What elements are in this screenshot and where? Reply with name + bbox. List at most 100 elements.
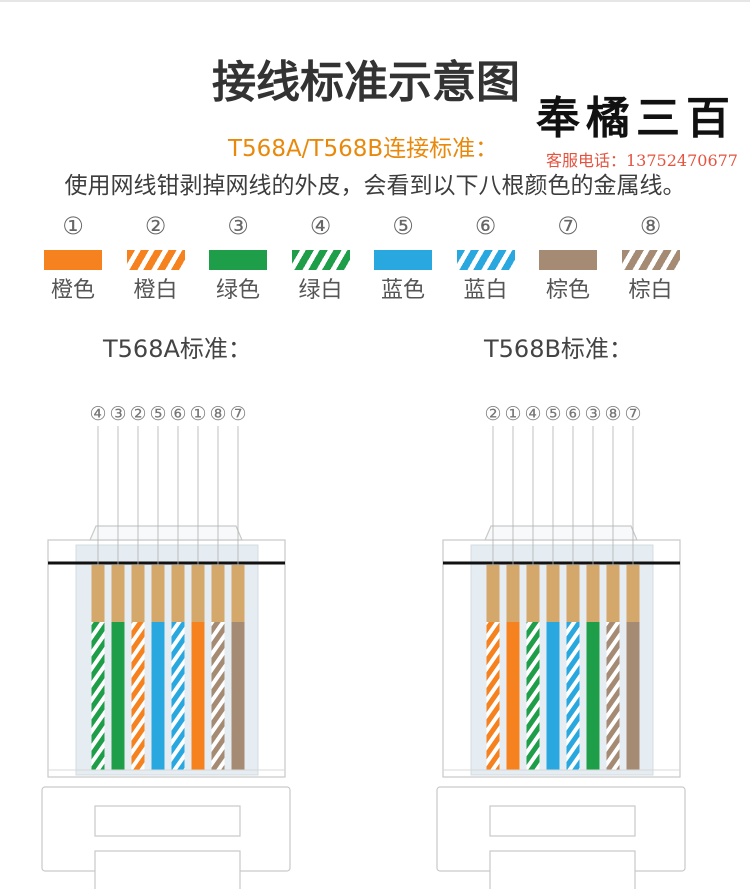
- striped-wire: [211, 622, 225, 770]
- striped-wire: [526, 622, 540, 770]
- wire-contact: [151, 565, 165, 622]
- pin-number: ③: [109, 403, 126, 425]
- pin-number: ⑤: [544, 403, 561, 425]
- striped-wire: [131, 622, 145, 770]
- wire-contact: [91, 565, 105, 622]
- pin-number: ②: [484, 403, 501, 425]
- pin-number: ⑦: [229, 403, 246, 425]
- striped-wire: [91, 622, 105, 770]
- legend-number: ⑥: [474, 212, 497, 240]
- wire-contact: [131, 565, 145, 622]
- wire-contact: [486, 565, 500, 622]
- striped-color-swatch: [456, 250, 515, 270]
- pin-number: ③: [584, 403, 601, 425]
- striped-color-swatch: [126, 250, 185, 270]
- legend-item: ① 橙色: [32, 0, 114, 320]
- legend-label: 绿色: [215, 278, 260, 303]
- legend-label: 棕白: [628, 278, 673, 303]
- wire-contact: [171, 565, 185, 622]
- legend-item: ⑧ 棕白: [610, 0, 692, 320]
- legend-number: ⑦: [557, 212, 579, 240]
- solid-color-swatch: [539, 250, 597, 270]
- legend-label: 橙白: [133, 278, 178, 303]
- legend-label: 蓝色: [380, 278, 425, 303]
- striped-wire: [566, 622, 580, 770]
- wire-contact: [506, 565, 520, 622]
- page-title: 接线标准示意图: [212, 57, 520, 108]
- pin-number: ⑧: [209, 403, 226, 425]
- wire-contact: [606, 565, 620, 622]
- legend-item: ⑥ 蓝白: [445, 0, 527, 320]
- striped-color-swatch: [621, 250, 680, 270]
- connector-latch: [94, 850, 241, 889]
- pin-number: ④: [524, 403, 541, 425]
- wire-contact: [231, 565, 245, 622]
- legend-label: 棕色: [545, 278, 590, 303]
- top-divider: [0, 0, 750, 2]
- striped-wire: [171, 622, 185, 770]
- legend-label: 橙色: [50, 278, 95, 303]
- wire-contact: [191, 565, 205, 622]
- standards-subtitle: T568A/T568B连接标准：: [228, 136, 499, 162]
- legend-item: ④ 绿白: [280, 0, 362, 320]
- customer-service-phone: 客服电话：13752470677: [546, 151, 738, 170]
- legend-item: ② 橙白: [115, 0, 197, 320]
- solid-wire: [151, 622, 165, 770]
- solid-wire: [586, 622, 600, 770]
- wire-contact: [626, 565, 640, 622]
- connector-inner-shell: [75, 544, 259, 776]
- solid-color-swatch: [44, 250, 102, 270]
- wire-contact: [566, 565, 580, 622]
- legend-label: 绿白: [298, 278, 343, 303]
- legend-number: ①: [62, 212, 84, 240]
- wire-contact: [211, 565, 225, 622]
- pin-number: ⑦: [624, 403, 641, 425]
- solid-wire: [191, 622, 205, 770]
- legend-item: ⑤ 蓝色: [362, 0, 444, 320]
- connector-inner-shell: [470, 544, 654, 776]
- solid-color-swatch: [374, 250, 432, 270]
- pin-number: ①: [189, 403, 206, 425]
- solid-wire: [506, 622, 520, 770]
- pin-number: ⑥: [564, 403, 581, 425]
- wire-contact: [526, 565, 540, 622]
- pin-number: ⑥: [169, 403, 186, 425]
- legend-number: ⑤: [392, 212, 414, 240]
- pin-number: ⑤: [149, 403, 166, 425]
- solid-wire: [111, 622, 125, 770]
- brand-logo-text: 奉橘三百: [536, 93, 736, 144]
- description-text: 使用网线钳剥掉网线的外皮，会看到以下八根颜色的金属线。: [64, 173, 686, 199]
- connector-window: [489, 805, 636, 837]
- t568b-title: T568B标准：: [484, 335, 633, 363]
- connector-top-tab: [89, 525, 243, 541]
- striped-wire: [606, 622, 620, 770]
- striped-wire: [486, 622, 500, 770]
- solid-wire: [626, 622, 640, 770]
- striped-color-swatch: [291, 250, 350, 270]
- pin-number: ⑧: [604, 403, 621, 425]
- wire-contact: [546, 565, 560, 622]
- pin-number: ②: [129, 403, 146, 425]
- legend-number: ③: [227, 212, 249, 240]
- t568a-title: T568A标准：: [103, 335, 252, 363]
- solid-color-swatch: [209, 250, 267, 270]
- legend-number: ②: [144, 212, 167, 240]
- legend-item: ⑦ 棕色: [527, 0, 609, 320]
- wire-contact: [586, 565, 600, 622]
- connector-latch: [489, 850, 636, 889]
- legend-number: ⑧: [639, 212, 662, 240]
- wire-color-legend: ① 橙色 ② 橙白 ③ 绿色 ④ 绿白 ⑤ 蓝色 ⑥ 蓝白 ⑦ 棕色 ⑧ 棕白: [0, 0, 750, 320]
- connector-top-tab: [484, 525, 638, 541]
- legend-number: ④: [309, 212, 332, 240]
- legend-item: ③ 绿色: [197, 0, 279, 320]
- wire-contact: [111, 565, 125, 622]
- pin-number: ①: [504, 403, 521, 425]
- solid-wire: [546, 622, 560, 770]
- solid-wire: [231, 622, 245, 770]
- connector-window: [94, 805, 241, 837]
- pin-number: ④: [89, 403, 106, 425]
- legend-label: 蓝白: [463, 278, 508, 303]
